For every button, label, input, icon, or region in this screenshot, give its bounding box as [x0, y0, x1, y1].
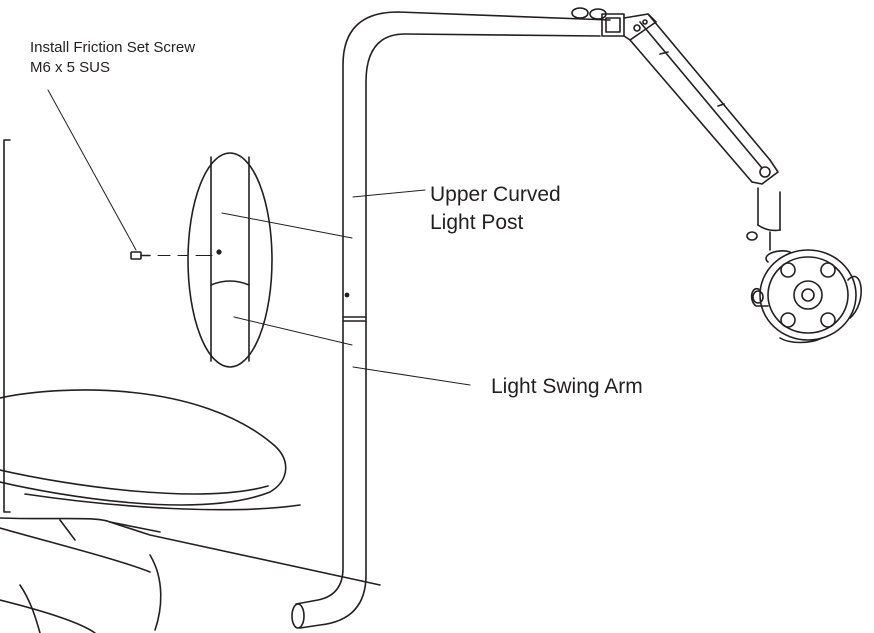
set-screw [130, 251, 213, 260]
articulating-arm [571, 7, 781, 251]
light-head [750, 249, 862, 344]
post-callout-line2: Light Post [430, 211, 524, 234]
screw-callout-spec: M6 x 5 SUS [30, 59, 111, 76]
dental-chair [0, 139, 381, 633]
screw-callout-title: Install Friction Set Screw [30, 39, 196, 56]
light-swing-arm [295, 320, 344, 605]
post-callout-line1: Upper Curved [430, 183, 561, 206]
swing-arm-callout: Light Swing Arm [491, 375, 643, 398]
swing-arm-leader [352, 366, 471, 386]
upper-curved-light-post [342, 11, 611, 321]
leader-lines [47, 89, 471, 386]
screw-leader [47, 89, 137, 251]
post-leader [352, 189, 426, 198]
detail-zoom [187, 152, 353, 368]
light-post-assembly [291, 11, 611, 629]
